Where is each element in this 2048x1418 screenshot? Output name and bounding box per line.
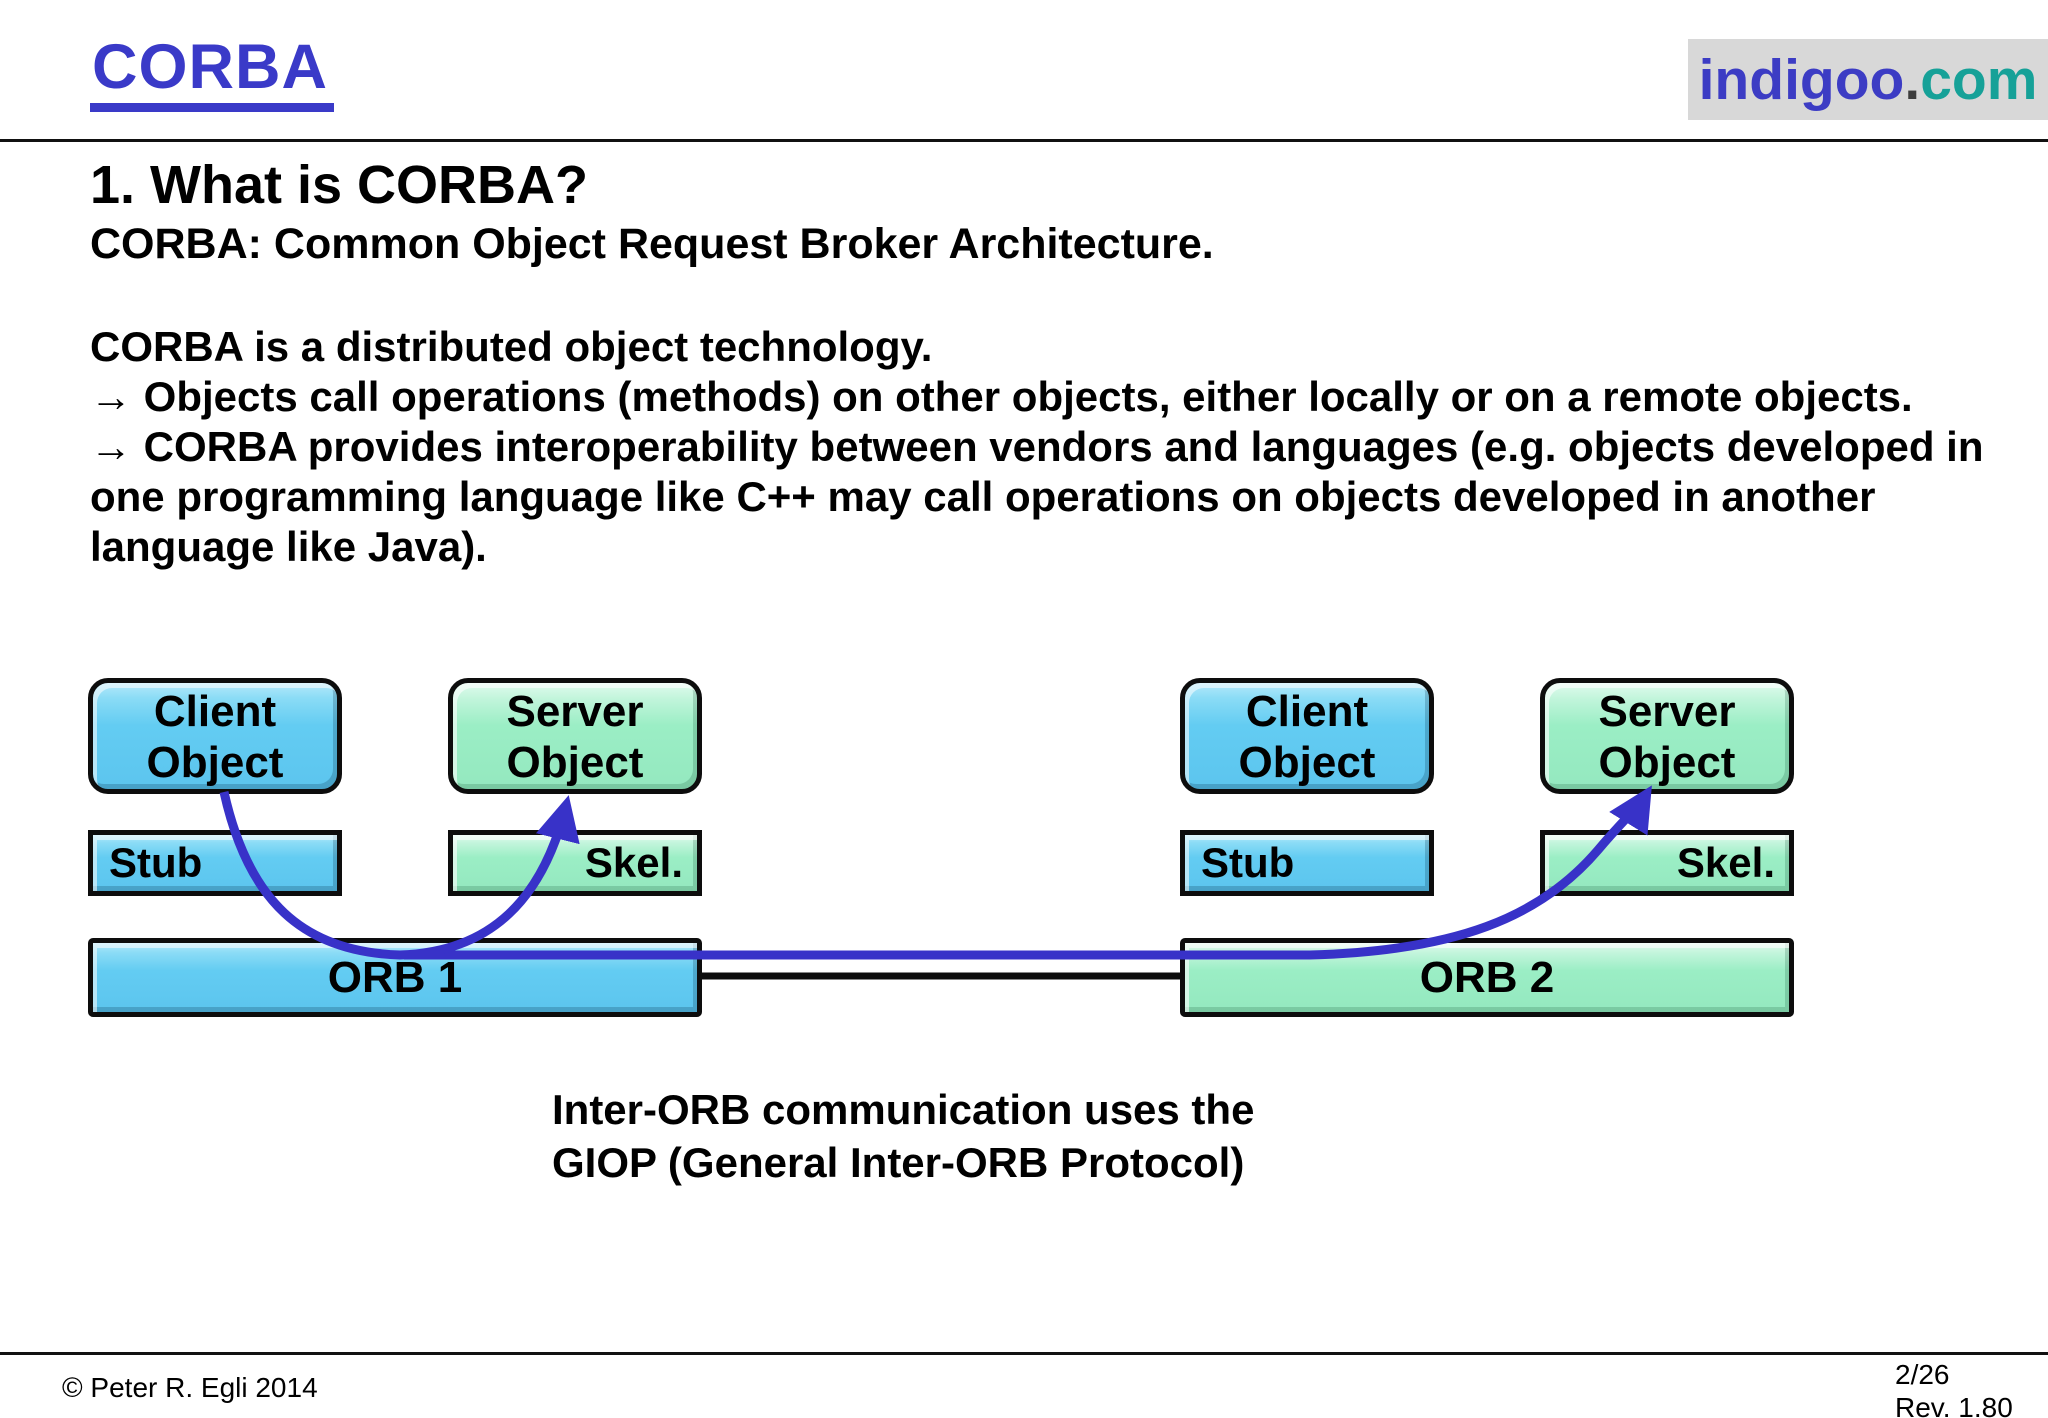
logo-dot: . [1904, 47, 1921, 112]
logo-part-com: com [1920, 47, 2038, 112]
revision-number: Rev. 1.80 [1895, 1392, 2013, 1418]
corba-definition: CORBA: Common Object Request Broker Arch… [90, 220, 1214, 268]
footer-divider [0, 1352, 2048, 1355]
copyright-text: © Peter R. Egli 2014 [62, 1372, 318, 1403]
server-object-label: Server Object [506, 687, 644, 787]
page-info: 2/26 Rev. 1.80 [1895, 1358, 2013, 1418]
giop-caption-line: Inter-ORB communication uses the [552, 1086, 1255, 1133]
indigoo-logo[interactable]: indigoo.com [1688, 39, 2048, 120]
orb1-bar: ORB 1 [88, 938, 702, 1017]
stub-box-orb1: Stub [88, 830, 342, 896]
client-object-label: Client Object [146, 687, 284, 787]
paragraph-line: → Objects call operations (methods) on o… [90, 373, 1913, 420]
paragraph-line: language like Java). [90, 523, 487, 570]
slide-title-link[interactable]: CORBA [90, 34, 334, 113]
page-number: 2/26 [1895, 1359, 1950, 1390]
orb2-bar: ORB 2 [1180, 938, 1794, 1017]
paragraph-line: CORBA is a distributed object technology… [90, 323, 933, 370]
giop-caption: Inter-ORB communication uses the GIOP (G… [552, 1083, 1254, 1189]
paragraph-line: one programming language like C++ may ca… [90, 473, 1876, 520]
server-object-box-orb1: Server Object [448, 678, 702, 794]
client-object-box-orb2: Client Object [1180, 678, 1434, 794]
description-paragraph: CORBA is a distributed object technology… [90, 322, 1984, 572]
logo-part-indigoo: indigoo [1698, 47, 1905, 112]
giop-caption-line: GIOP (General Inter-ORB Protocol) [552, 1139, 1245, 1186]
client-object-box-orb1: Client Object [88, 678, 342, 794]
server-object-box-orb2: Server Object [1540, 678, 1794, 794]
stub-box-orb2: Stub [1180, 830, 1434, 896]
section-heading: 1. What is CORBA? [90, 155, 589, 215]
client-object-label: Client Object [1238, 687, 1376, 787]
paragraph-line: → CORBA provides interoperability betwee… [90, 423, 1984, 470]
skeleton-box-orb1: Skel. [448, 830, 702, 896]
skeleton-box-orb2: Skel. [1540, 830, 1794, 896]
header-divider [0, 139, 2048, 142]
server-object-label: Server Object [1598, 687, 1736, 787]
